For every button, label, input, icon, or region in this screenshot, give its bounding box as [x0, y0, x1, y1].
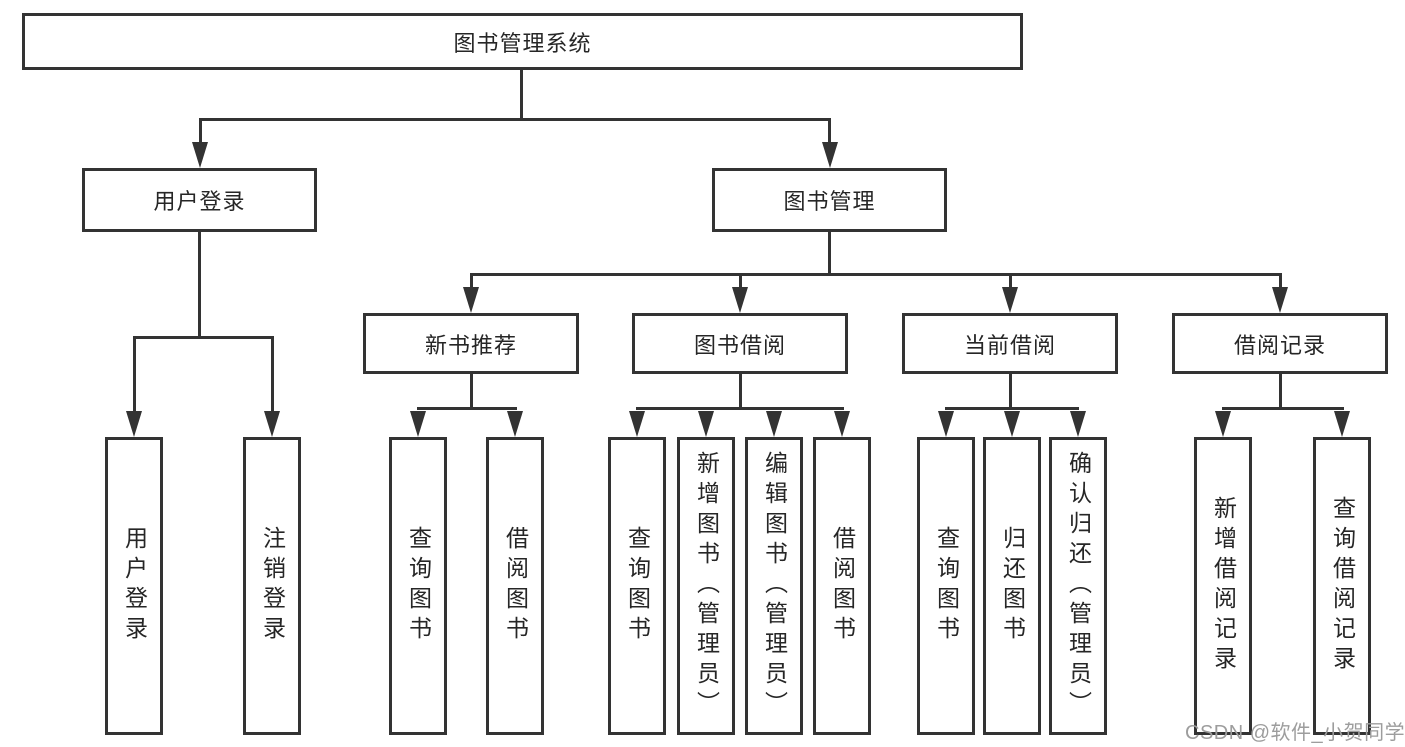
leaf-current-query: 查询图书: [917, 437, 975, 735]
leaf-record-add-label: 新增借阅记录: [1210, 496, 1237, 676]
connector-root-stem: [520, 68, 523, 118]
node-book-borrow: 图书借阅: [632, 313, 848, 374]
csdn-watermark: CSDN @软件_小贺同学: [1185, 722, 1405, 744]
leaf-current-return-label: 归还图书: [999, 526, 1026, 646]
connector-bookmgmt-drop-1: [470, 273, 473, 289]
arrowhead-to-leaf-borrow-edit: [766, 411, 782, 437]
leaf-user-login-label: 用户登录: [121, 526, 148, 646]
arrowhead-to-leaf-current-confirm: [1070, 411, 1086, 437]
leaf-current-confirm-admin-label: 确认归还（管理员）: [1065, 451, 1092, 721]
node-root-library-system: 图书管理系统: [22, 13, 1023, 70]
connector-bookmgmt-drop-3: [1009, 273, 1012, 289]
leaf-borrow-query: 查询图书: [608, 437, 666, 735]
leaf-logout-label: 注销登录: [259, 526, 286, 646]
node-new-book-recommend: 新书推荐: [363, 313, 579, 374]
arrowhead-to-leaf-current-return: [1004, 411, 1020, 437]
connector-root-drop-right: [828, 118, 831, 144]
connector-record-stem: [1279, 374, 1282, 407]
leaf-current-query-label: 查询图书: [933, 526, 960, 646]
connector-newbook-bar: [417, 407, 517, 410]
leaf-logout: 注销登录: [243, 437, 301, 735]
node-root-label: 图书管理系统: [453, 30, 592, 56]
arrowhead-to-leaf-record-query: [1334, 411, 1350, 437]
arrowhead-to-book-management: [822, 142, 838, 168]
connector-root-drop-left: [199, 118, 202, 144]
node-borrow-record: 借阅记录: [1172, 313, 1388, 374]
leaf-current-return: 归还图书: [983, 437, 1041, 735]
connector-bookmgmt-bar: [470, 273, 1282, 276]
leaf-newbook-query: 查询图书: [389, 437, 447, 735]
arrowhead-to-user-login: [192, 142, 208, 168]
leaf-borrow-book-label: 借阅图书: [829, 526, 856, 646]
arrowhead-to-leaf-newbook-query: [410, 411, 426, 437]
leaf-newbook-borrow-label: 借阅图书: [502, 526, 529, 646]
connector-record-bar: [1222, 407, 1344, 410]
connector-root-bar: [199, 118, 831, 121]
leaf-current-confirm-admin: 确认归还（管理员）: [1049, 437, 1107, 735]
node-book-borrow-label: 图书借阅: [693, 332, 786, 358]
arrowhead-to-current-borrow: [1002, 287, 1018, 313]
connector-bookmgmt-drop-4: [1279, 273, 1282, 289]
arrowhead-to-book-borrow: [732, 287, 748, 313]
connector-userlogin-drop-2: [271, 336, 274, 412]
arrowhead-to-leaf-borrow-book: [834, 411, 850, 437]
leaf-record-add: 新增借阅记录: [1194, 437, 1252, 735]
leaf-record-query-label: 查询借阅记录: [1329, 496, 1356, 676]
leaf-record-query: 查询借阅记录: [1313, 437, 1371, 735]
arrowhead-to-leaf-record-add: [1215, 411, 1231, 437]
connector-newbook-stem: [470, 374, 473, 407]
node-user-login-label: 用户登录: [153, 189, 246, 214]
leaf-newbook-borrow: 借阅图书: [486, 437, 544, 735]
leaf-borrow-edit-admin-label: 编辑图书（管理员）: [761, 451, 788, 721]
connector-userlogin-stem: [198, 232, 201, 336]
connector-bookmgmt-stem: [828, 232, 831, 273]
connector-bookmgmt-drop-2: [739, 273, 742, 289]
leaf-user-login: 用户登录: [105, 437, 163, 735]
node-user-login: 用户登录: [82, 168, 317, 232]
node-new-book-recommend-label: 新书推荐: [424, 332, 517, 358]
arrowhead-to-leaf-logout: [264, 411, 280, 437]
arrowhead-to-new-book-recommend: [463, 287, 479, 313]
leaf-borrow-edit-admin: 编辑图书（管理员）: [745, 437, 803, 735]
arrowhead-to-borrow-record: [1272, 287, 1288, 313]
arrowhead-to-leaf-borrow-add: [698, 411, 714, 437]
leaf-borrow-add-admin-label: 新增图书（管理员）: [693, 451, 720, 721]
leaf-borrow-add-admin: 新增图书（管理员）: [677, 437, 735, 735]
node-borrow-record-label: 借阅记录: [1233, 332, 1326, 358]
connector-current-bar: [945, 407, 1079, 410]
arrowhead-to-leaf-current-query: [938, 411, 954, 437]
connector-userlogin-drop-1: [133, 336, 136, 412]
arrowhead-to-leaf-user-login: [126, 411, 142, 437]
leaf-borrow-book: 借阅图书: [813, 437, 871, 735]
leaf-newbook-query-label: 查询图书: [405, 526, 432, 646]
connector-userlogin-bar: [133, 336, 274, 339]
connector-current-stem: [1009, 374, 1012, 407]
node-current-borrow: 当前借阅: [902, 313, 1118, 374]
connector-borrow-stem: [739, 374, 742, 407]
arrowhead-to-leaf-newbook-borrow: [507, 411, 523, 437]
connector-borrow-bar: [636, 407, 844, 410]
arrowhead-to-leaf-borrow-query: [629, 411, 645, 437]
node-current-borrow-label: 当前借阅: [963, 332, 1056, 358]
node-book-management-label: 图书管理: [783, 189, 876, 214]
node-book-management: 图书管理: [712, 168, 947, 232]
leaf-borrow-query-label: 查询图书: [624, 526, 651, 646]
